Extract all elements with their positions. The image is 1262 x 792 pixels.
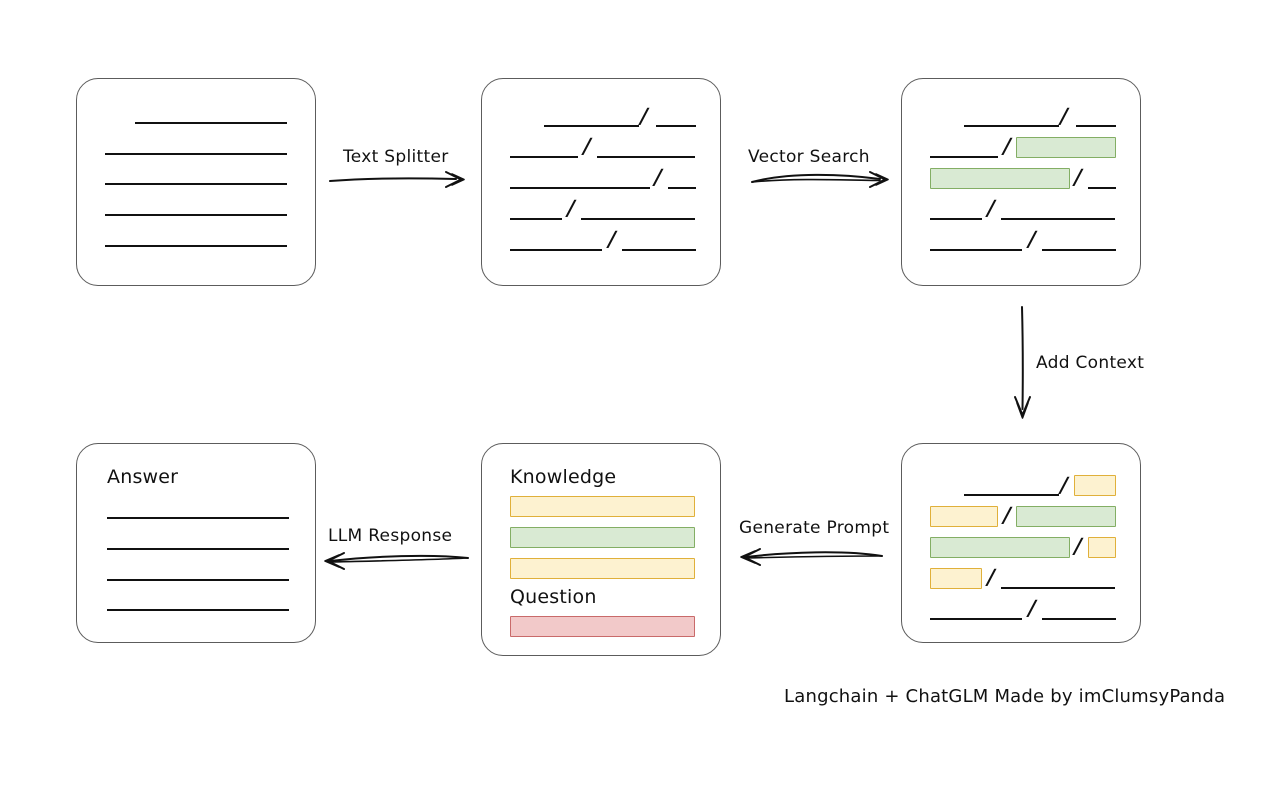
retrieved-chunk-highlight	[1016, 506, 1116, 527]
separator-slash: /	[984, 565, 998, 589]
document-line	[105, 214, 287, 216]
document-line	[135, 122, 287, 124]
context-chunk-highlight	[1088, 537, 1116, 558]
edge-label-add-context: Add Context	[1036, 353, 1145, 373]
document-line-segment	[597, 156, 695, 158]
answer-line	[107, 548, 289, 550]
arrow-generate-prompt	[740, 548, 883, 566]
node-searched-document[interactable]: / / / / /	[901, 78, 1141, 286]
node-answer[interactable]: Answer	[76, 443, 316, 643]
question-label: Question	[510, 586, 597, 608]
separator-slash: /	[1071, 534, 1085, 558]
separator-slash: /	[1057, 104, 1071, 128]
separator-slash: /	[984, 196, 998, 220]
edge-label-text-splitter: Text Splitter	[343, 147, 449, 167]
separator-slash: /	[580, 134, 594, 158]
document-line-segment	[1001, 587, 1115, 589]
document-line	[105, 153, 287, 155]
node-prompt[interactable]: Knowledge Question	[481, 443, 721, 656]
node-source-document[interactable]	[76, 78, 316, 286]
footer-credit: Langchain + ChatGLM Made by imClumsyPand…	[784, 686, 1226, 707]
document-line-segment	[544, 125, 639, 127]
document-line-segment	[622, 249, 696, 251]
node-split-document[interactable]: / / / / /	[481, 78, 721, 286]
answer-line	[107, 609, 289, 611]
edge-label-llm-response: LLM Response	[328, 526, 453, 546]
document-line-segment	[964, 494, 1059, 496]
node-context-document[interactable]: / / / / /	[901, 443, 1141, 643]
document-line	[105, 245, 287, 247]
document-line-segment	[1088, 187, 1116, 189]
separator-slash: /	[637, 104, 651, 128]
document-line-segment	[930, 618, 1022, 620]
document-line-segment	[510, 218, 562, 220]
context-chunk-highlight	[930, 568, 982, 589]
arrow-vector-search	[751, 171, 889, 188]
context-chunk-highlight	[930, 506, 998, 527]
document-line-segment	[510, 249, 602, 251]
separator-slash: /	[605, 227, 619, 251]
edge-label-vector-search: Vector Search	[748, 147, 870, 167]
question-bar	[510, 616, 695, 637]
context-chunk-highlight	[1074, 475, 1116, 496]
separator-slash: /	[1025, 227, 1039, 251]
arrow-llm-response	[324, 552, 469, 570]
knowledge-bar	[510, 496, 695, 517]
document-line	[105, 183, 287, 185]
document-line-segment	[510, 156, 578, 158]
arrow-text-splitter	[329, 171, 465, 188]
separator-slash: /	[1057, 473, 1071, 497]
separator-slash: /	[564, 196, 578, 220]
document-line-segment	[1076, 125, 1116, 127]
knowledge-label: Knowledge	[510, 466, 617, 488]
separator-slash: /	[1025, 596, 1039, 620]
document-line-segment	[510, 187, 650, 189]
separator-slash: /	[1000, 503, 1014, 527]
arrow-add-context	[1014, 306, 1031, 419]
knowledge-bar	[510, 527, 695, 548]
document-line-segment	[964, 125, 1059, 127]
retrieved-chunk-highlight	[930, 537, 1070, 558]
retrieved-chunk-highlight	[1016, 137, 1116, 158]
edge-label-generate-prompt: Generate Prompt	[739, 518, 890, 538]
answer-line	[107, 579, 289, 581]
document-line-segment	[930, 249, 1022, 251]
knowledge-bar	[510, 558, 695, 579]
separator-slash: /	[651, 165, 665, 189]
document-line-segment	[1042, 249, 1116, 251]
retrieved-chunk-highlight	[930, 168, 1070, 189]
answer-line	[107, 517, 289, 519]
document-line-segment	[581, 218, 695, 220]
document-line-segment	[1001, 218, 1115, 220]
separator-slash: /	[1071, 165, 1085, 189]
document-line-segment	[668, 187, 696, 189]
document-line-segment	[930, 156, 998, 158]
document-line-segment	[656, 125, 696, 127]
document-line-segment	[930, 218, 982, 220]
answer-label: Answer	[107, 466, 179, 488]
separator-slash: /	[1000, 134, 1014, 158]
document-line-segment	[1042, 618, 1116, 620]
